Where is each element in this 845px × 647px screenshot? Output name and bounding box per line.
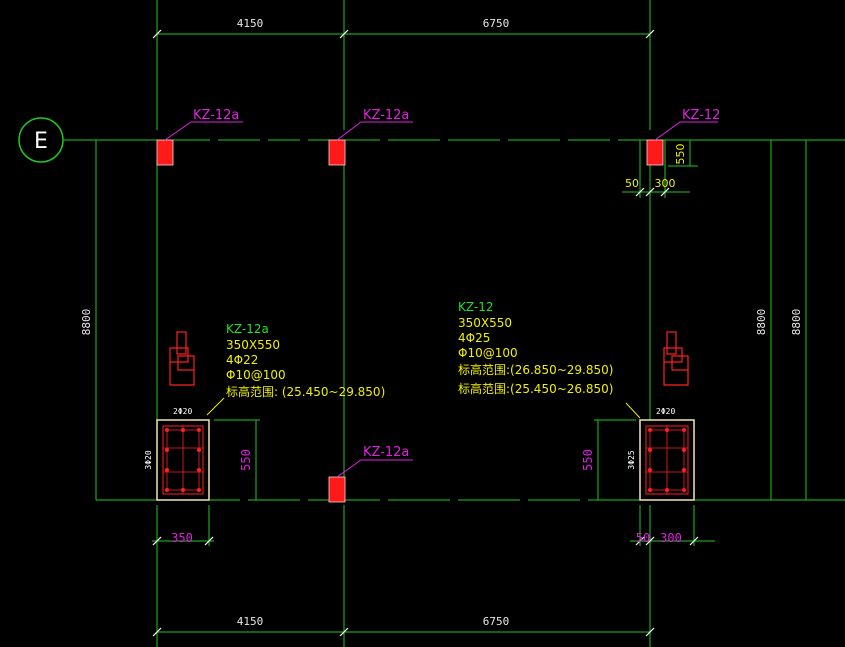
left-note-name: KZ-12a [226,322,269,336]
c3-height-dim: 550 [674,144,687,165]
right-dim-outer: 8800 [790,309,803,336]
mid-note-stirrup: Φ10@100 [458,346,518,360]
c3-offset-dim: 50 [625,177,639,190]
right-detail-side-bars: 3Φ25 [627,450,636,469]
axis-bubble-e: E [18,117,64,163]
left-section-detail: 2Φ20 3Φ20 550 350 [144,407,253,545]
left-note-rebar: 4Φ22 [226,353,258,367]
mid-column-note: KZ-12 350X550 4Φ25 Φ10@100 标高范围:(26.850~… [458,300,613,396]
bottom-dim-1: 4150 [237,615,264,628]
mid-note-elev2: 标高范围:(25.450~26.850) [458,381,613,396]
mid-note-size: 350X550 [458,316,512,330]
right-section-detail: 2Φ20 3Φ25 550 50 300 [581,407,695,545]
grid-lines [64,0,845,647]
top-dim-2: 6750 [483,17,510,30]
column-tag-c3: KZ-12 [682,108,720,123]
mid-note-name: KZ-12 [458,300,493,314]
axis-gaps [210,139,618,501]
column-tag-c1: KZ-12a [193,108,239,123]
right-detail-height: 550 [581,449,595,471]
left-note-stirrup: Φ10@100 [226,368,286,382]
column-tag-c2: KZ-12a [363,108,409,123]
right-detail-top-bars: 2Φ20 [656,407,675,416]
tag-leaders [164,121,718,478]
left-detail-top-bars: 2Φ20 [173,407,192,416]
column-c4[interactable] [328,476,346,503]
left-note-elev: 标高范围: (25.450~29.850) [226,384,385,399]
columns [156,139,664,503]
top-dim-1: 4150 [237,17,264,30]
right-dim-inner: 8800 [755,309,768,336]
column-c1[interactable] [156,139,174,166]
column-tag-c4: KZ-12a [363,445,409,460]
right-detail-offset: 50 [636,531,650,545]
bottom-dim-2: 6750 [483,615,510,628]
left-detail-side-bars: 3Φ20 [144,450,153,469]
left-column-note: KZ-12a 350X550 4Φ22 Φ10@100 标高范围: (25.45… [226,322,385,399]
mid-note-rebar: 4Φ25 [458,331,490,345]
column-c3[interactable] [646,139,664,166]
left-dim: 8800 [80,309,93,336]
left-note-size: 350X550 [226,338,280,352]
c3-width-dim: 300 [655,177,676,190]
axis-label: E [34,129,48,154]
left-detail-width: 350 [171,531,193,545]
note-leaders [206,397,641,419]
mid-note-elev1: 标高范围:(26.850~29.850) [458,362,613,377]
right-detail-width: 300 [660,531,682,545]
section-markers [169,331,689,386]
dim-ticks [152,29,699,637]
left-detail-height: 550 [239,449,253,471]
column-c2[interactable] [328,139,346,166]
